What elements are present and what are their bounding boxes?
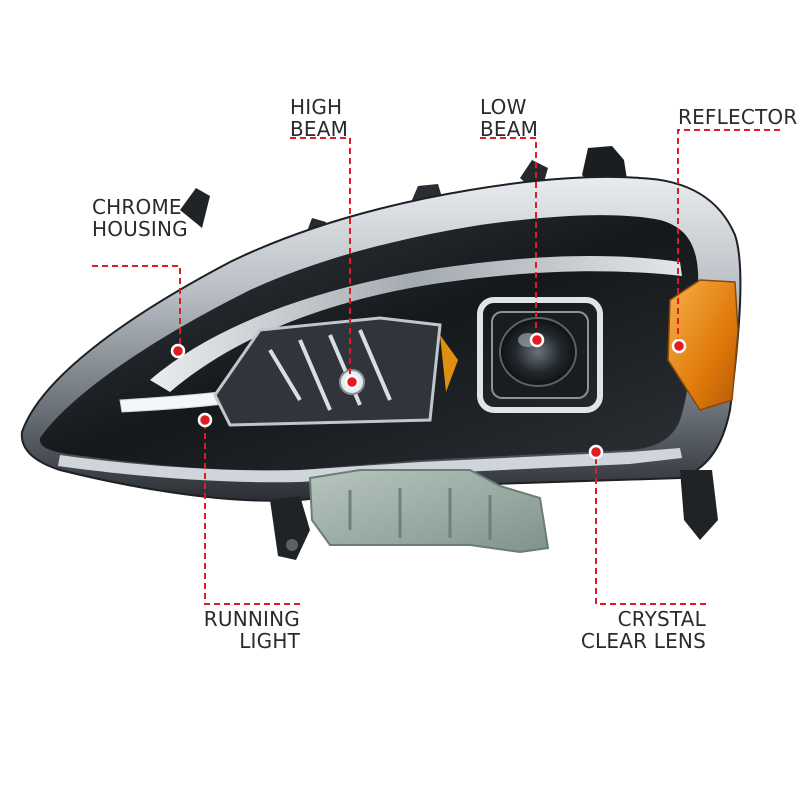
running-light-marker-dot [197, 412, 213, 428]
chrome-housing-line-2: HOUSING [92, 217, 188, 241]
high-beam-line-1: HIGH [290, 95, 343, 119]
running-light-line-1: RUNNING [203, 607, 300, 631]
low-beam-projector [477, 297, 603, 413]
high-beam-label: HIGH BEAM [290, 96, 348, 140]
reflector-line-1: REFLECTOR [678, 105, 798, 129]
reflector-marker-dot [671, 338, 687, 354]
crystal-clear-lens-line-2: CLEAR LENS [580, 629, 706, 653]
crystal-clear-lens-line-1: CRYSTAL [617, 607, 706, 631]
running-light-label: RUNNING LIGHT [196, 608, 300, 652]
high-beam-marker-dot [344, 374, 360, 390]
running-light-line-2: LIGHT [239, 629, 300, 653]
amber-reflector [667, 279, 739, 411]
high-beam-leader-line [290, 137, 351, 380]
low-beam-line-1: LOW [480, 95, 527, 119]
low-beam-line-2: BEAM [480, 117, 539, 141]
chrome-housing-label: CHROME HOUSING [92, 196, 188, 240]
reflector-label: REFLECTOR [678, 106, 797, 128]
high-beam-line-2: BEAM [290, 117, 349, 141]
running-light-leader-line [204, 420, 300, 605]
callout-leaders [92, 129, 780, 605]
lower-mounts [270, 470, 718, 560]
chrome-housing-marker-dot [170, 343, 186, 359]
crystal-clear-lens-marker-dot [588, 444, 604, 460]
chrome-housing-line-1: CHROME [92, 195, 182, 219]
low-beam-marker-dot [529, 332, 545, 348]
chrome-trim [150, 256, 682, 392]
low-beam-leader-line [480, 137, 537, 338]
low-beam-label: LOW BEAM [480, 96, 538, 140]
reflector-leader-line [677, 129, 780, 345]
crystal-clear-lens-leader-line [595, 452, 706, 605]
chrome-housing-leader-line [92, 265, 181, 350]
crystal-clear-lens-label: CRYSTAL CLEAR LENS [560, 608, 706, 652]
lens-lower-edge [58, 448, 682, 483]
